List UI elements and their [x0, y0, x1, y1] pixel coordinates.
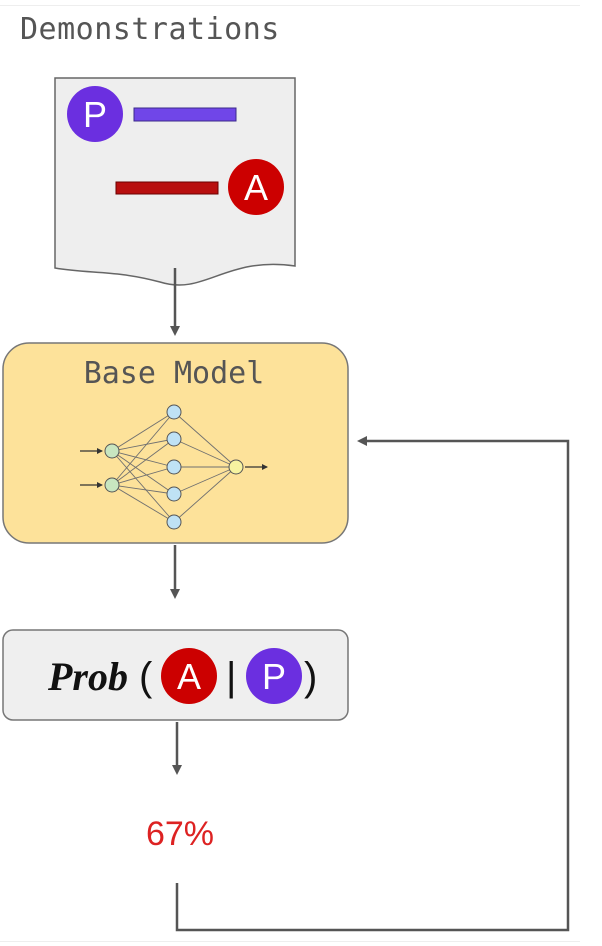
prompt-bar: [133, 107, 237, 122]
close-paren: ): [304, 655, 317, 699]
demonstration-document: P A: [54, 77, 296, 286]
base-model-title: Base Model: [84, 356, 265, 391]
probability-function-label: Prob: [47, 654, 128, 699]
answer-bar: [115, 181, 219, 195]
probability-box: Prob ( A | P ): [2, 629, 349, 721]
prompt-marker-label: P: [83, 94, 107, 135]
base-model-box: Base Model: [2, 342, 349, 544]
prompt-marker-circle: [246, 648, 302, 704]
probability-result: 67%: [146, 815, 214, 853]
condition-separator: |: [226, 655, 236, 699]
demonstrations-title: Demonstrations: [20, 12, 280, 47]
answer-marker-circle: [228, 159, 284, 215]
prompt-marker-label: P: [262, 656, 286, 697]
prompt-marker-circle: [67, 86, 123, 142]
top-divider: [0, 5, 580, 6]
neural-network-icon: [80, 404, 268, 530]
answer-marker-label: A: [177, 656, 201, 697]
feedback-loop-arrow: [175, 436, 570, 932]
answer-marker-label: A: [244, 167, 268, 208]
open-paren: (: [139, 655, 153, 699]
bottom-divider: [0, 941, 580, 942]
answer-marker-circle: [161, 648, 217, 704]
